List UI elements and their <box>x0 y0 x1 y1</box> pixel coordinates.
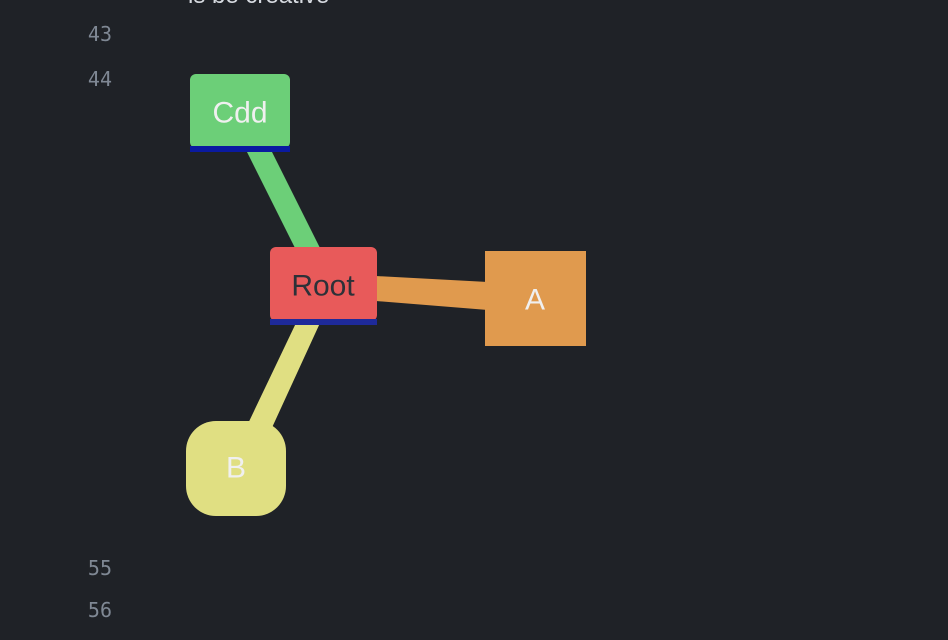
node-root[interactable]: Root <box>270 247 377 325</box>
node-cdd-box <box>190 74 290 148</box>
line-number-55: 55 <box>87 556 112 580</box>
edge-root-b <box>244 323 320 432</box>
node-cdd-label: Cdd <box>212 97 267 130</box>
line-number-56: 56 <box>87 598 112 622</box>
node-cdd[interactable]: Cdd <box>190 74 290 152</box>
edge-root-a <box>376 276 488 310</box>
node-a-box <box>485 251 586 346</box>
node-a[interactable]: A <box>485 251 586 346</box>
node-root-label: Root <box>291 270 355 303</box>
node-a-label: A <box>525 284 545 317</box>
clipped-line-text: is be creative <box>188 0 329 10</box>
node-root-box <box>270 247 377 321</box>
line-number-43: 43 <box>87 22 112 46</box>
line-number-44: 44 <box>87 67 112 91</box>
node-b-box <box>186 421 286 516</box>
node-root-underline <box>270 319 377 325</box>
node-b[interactable]: B <box>186 421 286 516</box>
edge-root-cdd <box>245 148 322 252</box>
node-cdd-underline <box>190 146 290 152</box>
node-b-label: B <box>226 452 246 485</box>
